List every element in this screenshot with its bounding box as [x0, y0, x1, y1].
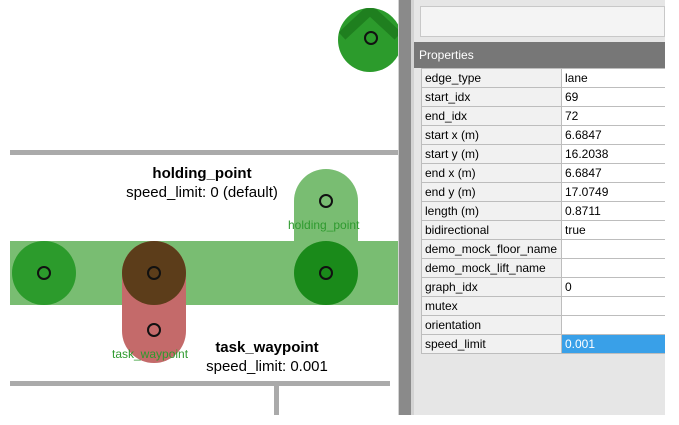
property-row[interactable]: demo_mock_floor_name — [421, 239, 666, 259]
property-key: demo_mock_lift_name — [421, 258, 562, 278]
property-value[interactable]: lane — [561, 68, 666, 88]
holding-point-marker — [319, 194, 333, 208]
property-value[interactable]: 0.001 — [561, 334, 666, 354]
property-key: start y (m) — [421, 144, 562, 164]
property-key: start_idx — [421, 87, 562, 107]
property-value[interactable]: 16.2038 — [561, 144, 666, 164]
holding-point-annotation: holding_point speed_limit: 0 (default) — [112, 164, 292, 202]
property-value[interactable]: 6.6847 — [561, 125, 666, 145]
property-value[interactable]: 6.6847 — [561, 163, 666, 183]
waypoint-marker — [364, 31, 378, 45]
property-key: start x (m) — [421, 125, 562, 145]
property-key: mutex — [421, 296, 562, 316]
annotation-title: holding_point — [152, 165, 252, 182]
window-margin — [0, 415, 679, 425]
property-value[interactable] — [561, 315, 666, 335]
property-row[interactable]: start y (m)16.2038 — [421, 144, 666, 164]
wall — [10, 381, 390, 386]
property-key: end_idx — [421, 106, 562, 126]
property-value[interactable] — [561, 239, 666, 259]
property-key: end y (m) — [421, 182, 562, 202]
top-panel-area — [420, 6, 665, 37]
property-key: speed_limit — [421, 334, 562, 354]
property-key: edge_type — [421, 68, 562, 88]
property-row[interactable]: orientation — [421, 315, 666, 335]
property-value[interactable]: 0 — [561, 277, 666, 297]
property-row[interactable]: end y (m)17.0749 — [421, 182, 666, 202]
map-canvas[interactable]: holding_point task_waypoint holding_poin… — [0, 0, 398, 425]
window-margin — [665, 0, 679, 425]
task-waypoint-marker — [147, 323, 161, 337]
waypoint-marker — [319, 266, 333, 280]
properties-header: Properties — [414, 42, 665, 68]
property-value[interactable]: true — [561, 220, 666, 240]
annotation-subtitle: speed_limit: 0 (default) — [126, 184, 278, 201]
property-row[interactable]: demo_mock_lift_name — [421, 258, 666, 278]
wall — [10, 150, 398, 155]
property-row[interactable]: length (m)0.8711 — [421, 201, 666, 221]
property-value[interactable]: 69 — [561, 87, 666, 107]
property-value[interactable]: 17.0749 — [561, 182, 666, 202]
property-row[interactable]: end x (m)6.6847 — [421, 163, 666, 183]
waypoint-marker — [147, 266, 161, 280]
property-row[interactable]: start x (m)6.6847 — [421, 125, 666, 145]
waypoint-node[interactable] — [338, 8, 398, 72]
task-waypoint-label: task_waypoint — [112, 347, 189, 361]
property-key: demo_mock_floor_name — [421, 239, 562, 259]
property-value[interactable] — [561, 296, 666, 316]
waypoint-marker — [37, 266, 51, 280]
annotation-subtitle: speed_limit: 0.001 — [206, 358, 328, 375]
annotation-title: task_waypoint — [215, 339, 319, 356]
splitter-handle[interactable] — [399, 0, 411, 415]
property-value[interactable]: 0.8711 — [561, 201, 666, 221]
wall — [274, 381, 279, 415]
lane-direction-arrow-icon — [338, 8, 398, 40]
property-key: end x (m) — [421, 163, 562, 183]
holding-point-label: holding_point — [288, 218, 360, 232]
property-key: length (m) — [421, 201, 562, 221]
property-value[interactable]: 72 — [561, 106, 666, 126]
property-key: bidirectional — [421, 220, 562, 240]
property-value[interactable] — [561, 258, 666, 278]
property-key: graph_idx — [421, 277, 562, 297]
property-row[interactable]: mutex — [421, 296, 666, 316]
property-key: orientation — [421, 315, 562, 335]
task-waypoint-annotation: task_waypoint speed_limit: 0.001 — [192, 338, 342, 376]
